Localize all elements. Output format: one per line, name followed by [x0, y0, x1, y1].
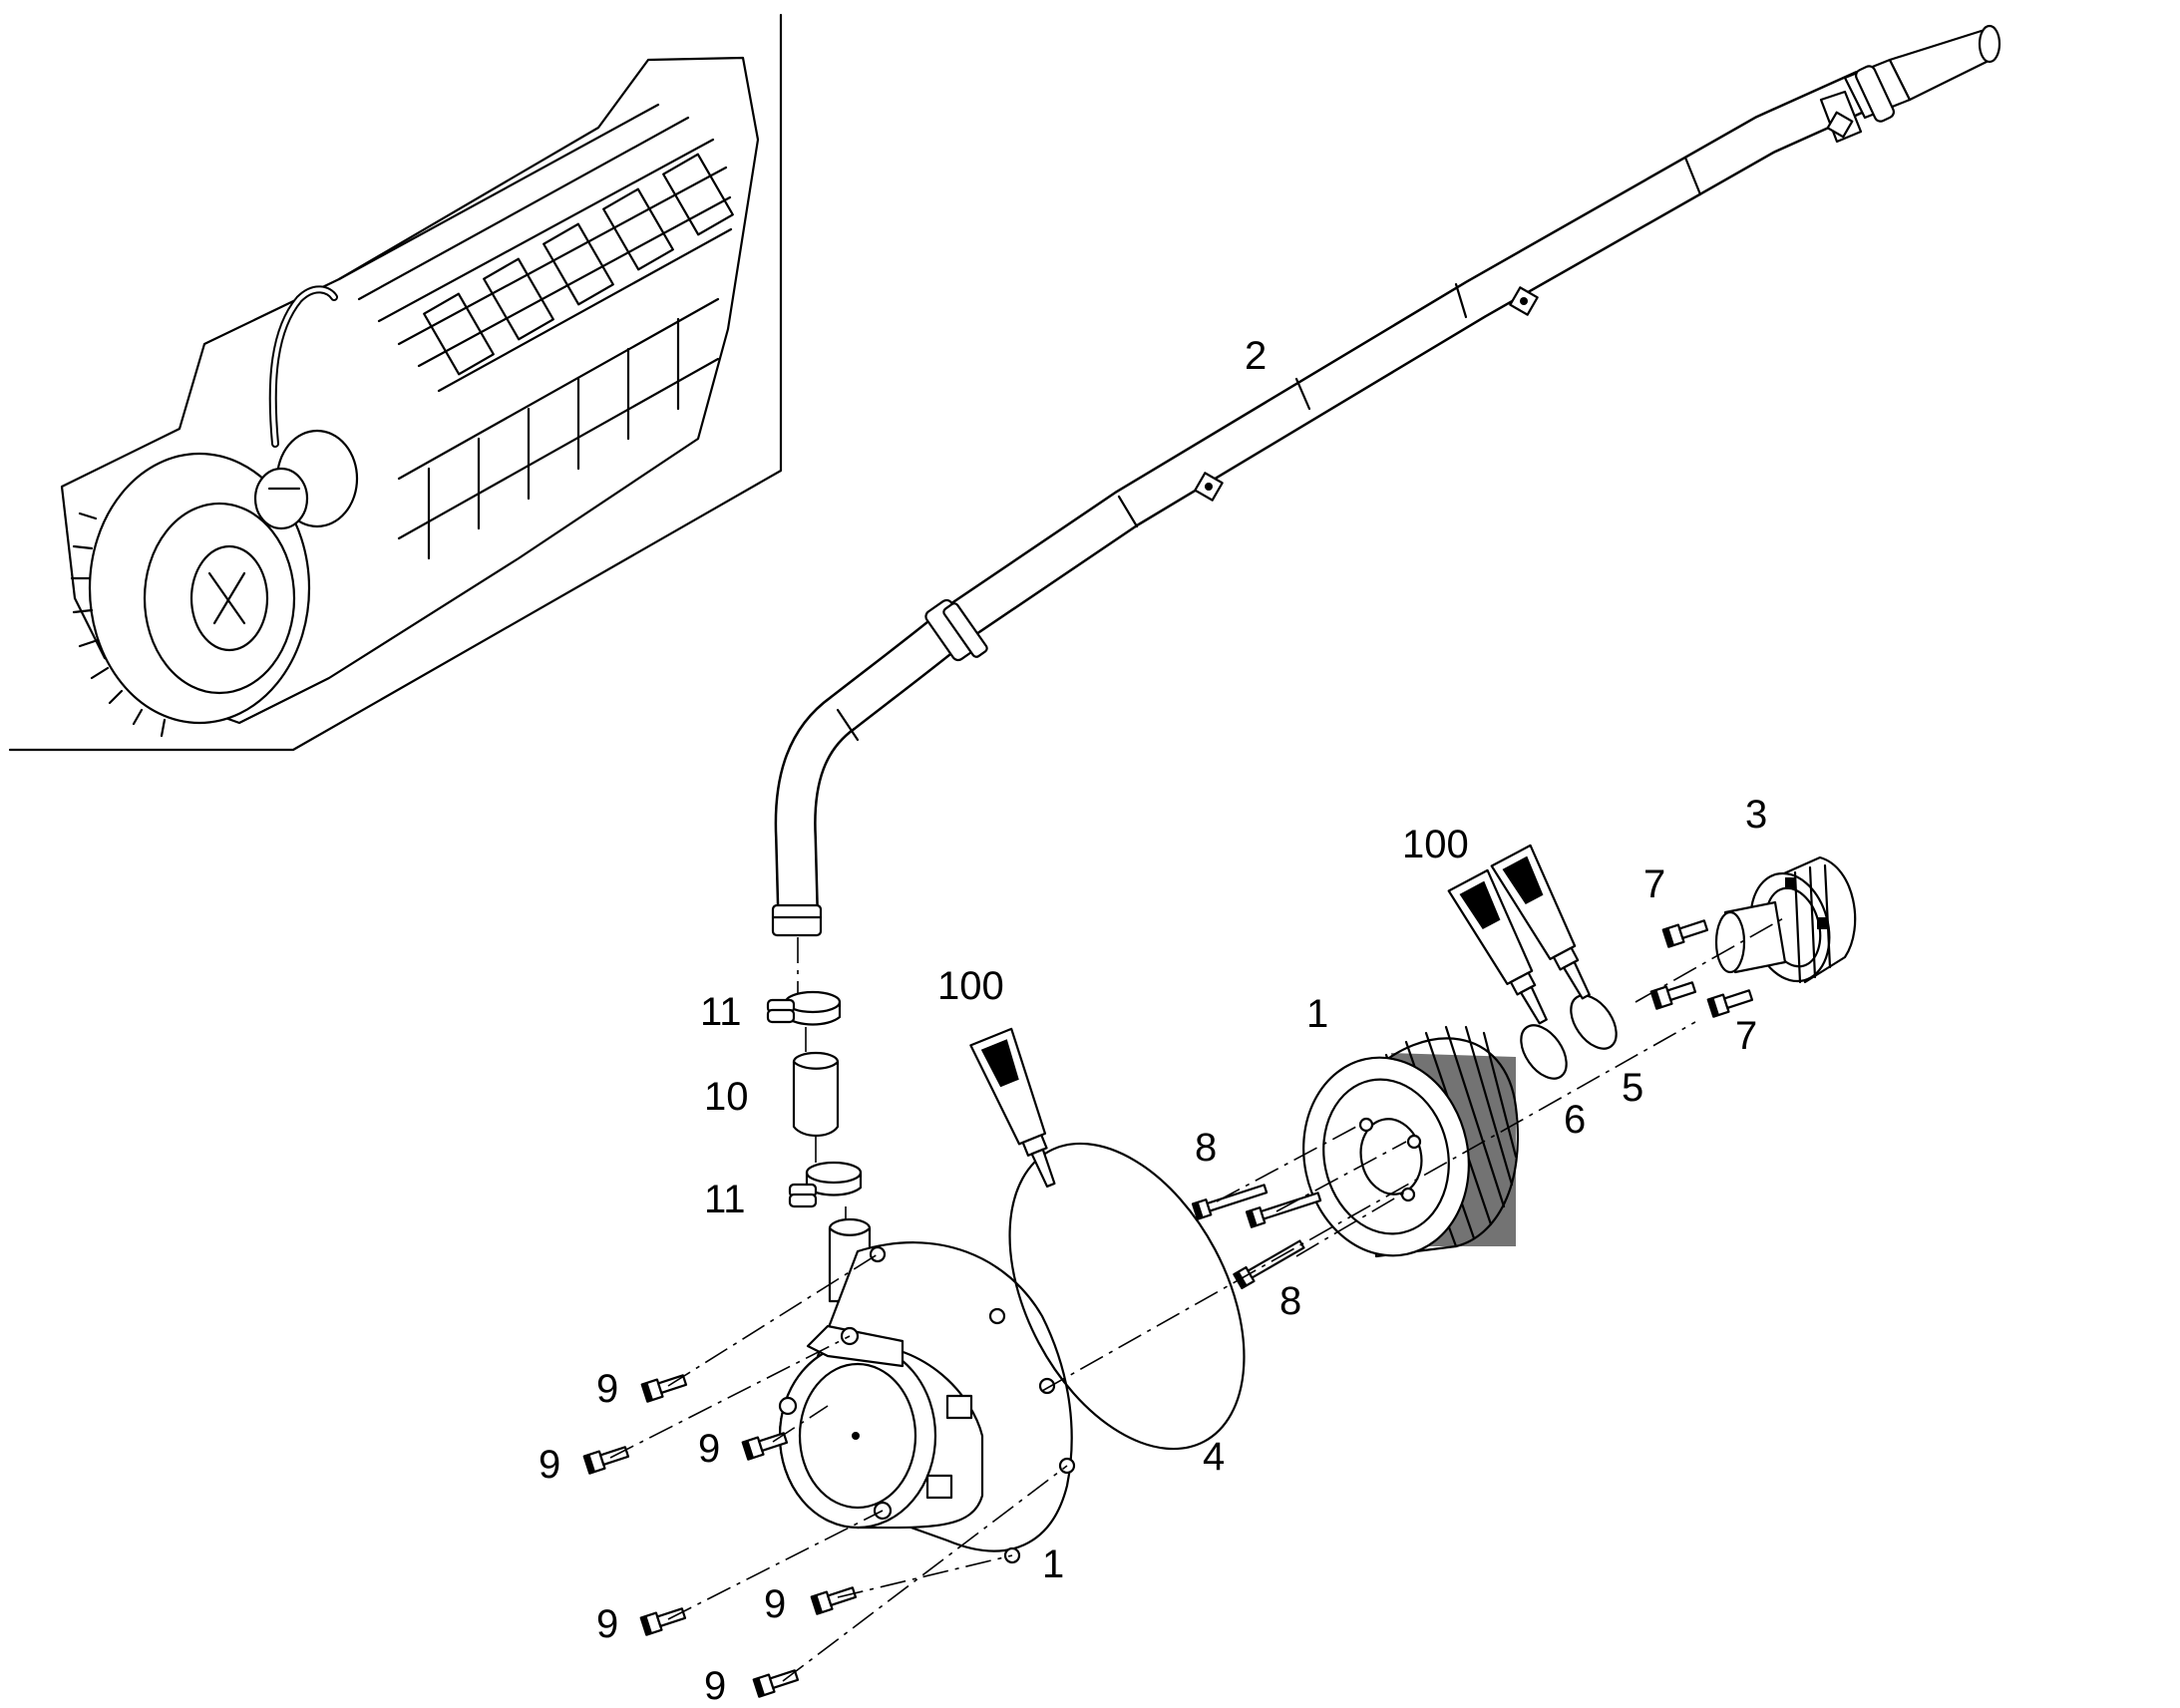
engine-locator-icon — [8, 13, 783, 752]
label-screw-9-a: 9 — [596, 1367, 618, 1411]
label-sleeve: 10 — [704, 1075, 749, 1119]
label-sealant-left: 100 — [937, 964, 1004, 1008]
breather-hose — [771, 24, 2001, 937]
screw-9-b — [582, 1442, 631, 1475]
label-screw-9-e: 9 — [764, 1582, 786, 1626]
label-housing-upper: 1 — [1306, 992, 1328, 1036]
sealant-tube-icon — [969, 1027, 1056, 1189]
breather-housing-lower — [778, 1217, 1076, 1564]
label-housing-lower: 1 — [1042, 1542, 1064, 1586]
assembly-lines — [609, 916, 1786, 1682]
label-screw-7-top: 7 — [1643, 862, 1665, 906]
screw-7-top — [1661, 915, 1710, 948]
label-screw-7-bottom: 7 — [1735, 1014, 1757, 1058]
ring-5 — [1570, 994, 1618, 1050]
breather-cap — [1714, 855, 1857, 984]
label-screw-9-b: 9 — [539, 1443, 560, 1487]
screw-9-e — [810, 1582, 859, 1615]
label-sealant-right: 100 — [1402, 823, 1469, 866]
label-screw-8-top: 8 — [1195, 1126, 1217, 1170]
label-screw-8-bottom: 8 — [1279, 1279, 1301, 1323]
sleeve — [792, 1051, 840, 1138]
label-ring-6: 6 — [1564, 1098, 1586, 1142]
label-screw-9-f: 9 — [704, 1664, 726, 1708]
label-clamp-top: 11 — [700, 990, 742, 1034]
screw-9-d — [639, 1603, 688, 1636]
label-screw-9-c: 9 — [698, 1427, 720, 1471]
clamp-top — [766, 990, 842, 1026]
gasket — [1008, 1142, 1246, 1451]
label-clamp-bottom: 11 — [704, 1178, 746, 1221]
label-gasket: 4 — [1203, 1435, 1225, 1479]
label-breather-cap: 3 — [1745, 793, 1767, 837]
label-screw-9-d: 9 — [596, 1602, 618, 1646]
clamp-bottom — [788, 1161, 863, 1208]
breather-housing-upper — [1302, 1025, 1520, 1258]
label-hose: 2 — [1245, 334, 1267, 378]
label-ring-5: 5 — [1622, 1066, 1643, 1110]
ring-6 — [1520, 1024, 1568, 1080]
screw-9-f — [752, 1665, 801, 1698]
sealant-tube-icon — [1447, 844, 1591, 1025]
screw-9-a — [640, 1370, 689, 1403]
screw-8-top — [1191, 1180, 1323, 1228]
